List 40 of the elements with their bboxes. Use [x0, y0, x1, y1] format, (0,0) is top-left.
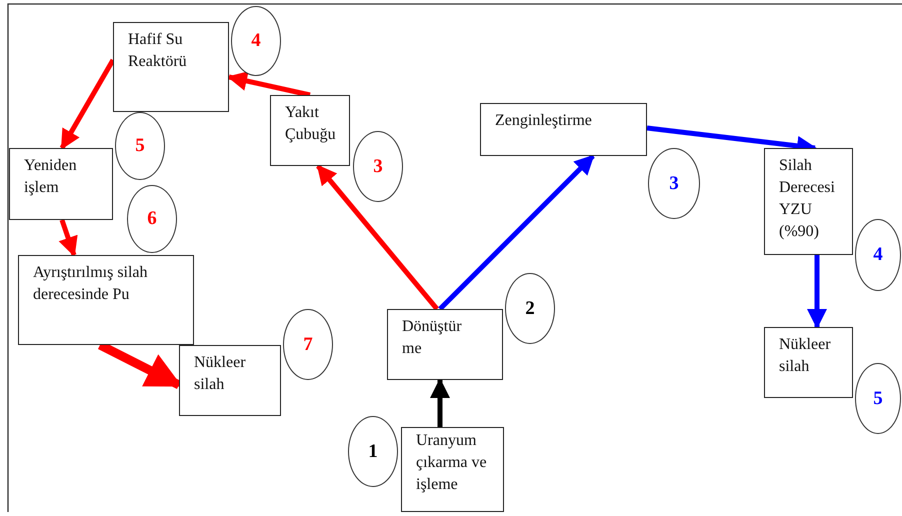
step-number-circle — [127, 185, 177, 253]
step-number-circle — [115, 112, 165, 180]
arrow — [316, 164, 439, 311]
step-number-circle — [231, 6, 281, 76]
step-label: Yeniden işlem — [24, 156, 78, 198]
step-number: 4 — [873, 244, 883, 266]
arrow — [430, 378, 450, 427]
step-number: 7 — [303, 334, 313, 356]
arrow — [807, 255, 827, 329]
process-box — [18, 255, 194, 345]
step-number: 5 — [135, 135, 145, 157]
step-number: 3 — [669, 172, 679, 194]
step-label: Dönüştür me — [402, 317, 463, 359]
step-label: Ayrıştırılmış silah derecesinde Pu — [33, 263, 148, 305]
process-box — [270, 95, 350, 166]
process-box — [9, 148, 113, 220]
arrow — [60, 58, 116, 150]
process-box — [179, 345, 281, 416]
step-number: 4 — [251, 30, 261, 52]
step-label: Zenginleştirme — [495, 111, 593, 131]
step-number: 2 — [525, 298, 535, 320]
process-box — [387, 309, 503, 380]
arrow — [58, 219, 78, 257]
arrow — [227, 71, 311, 98]
process-box — [764, 148, 853, 255]
step-label: Yakıt Çubuğu — [285, 103, 337, 145]
step-label: Nükleer silah — [194, 353, 247, 395]
step-label: Uranyum çıkarma ve işleme — [416, 431, 488, 495]
process-box — [764, 327, 853, 398]
process-box — [113, 22, 229, 112]
process-box — [401, 427, 504, 512]
step-number: 3 — [373, 156, 383, 178]
step-number: 1 — [368, 440, 378, 462]
step-label: Hafif Su Reaktörü — [128, 30, 188, 72]
step-label: Silah Derecesi YZU (%90) — [779, 156, 836, 242]
step-label: Nükleer silah — [779, 335, 832, 377]
step-number: 6 — [147, 208, 157, 230]
step-number: 5 — [873, 388, 883, 410]
arrow — [438, 154, 595, 311]
process-box — [480, 103, 647, 156]
